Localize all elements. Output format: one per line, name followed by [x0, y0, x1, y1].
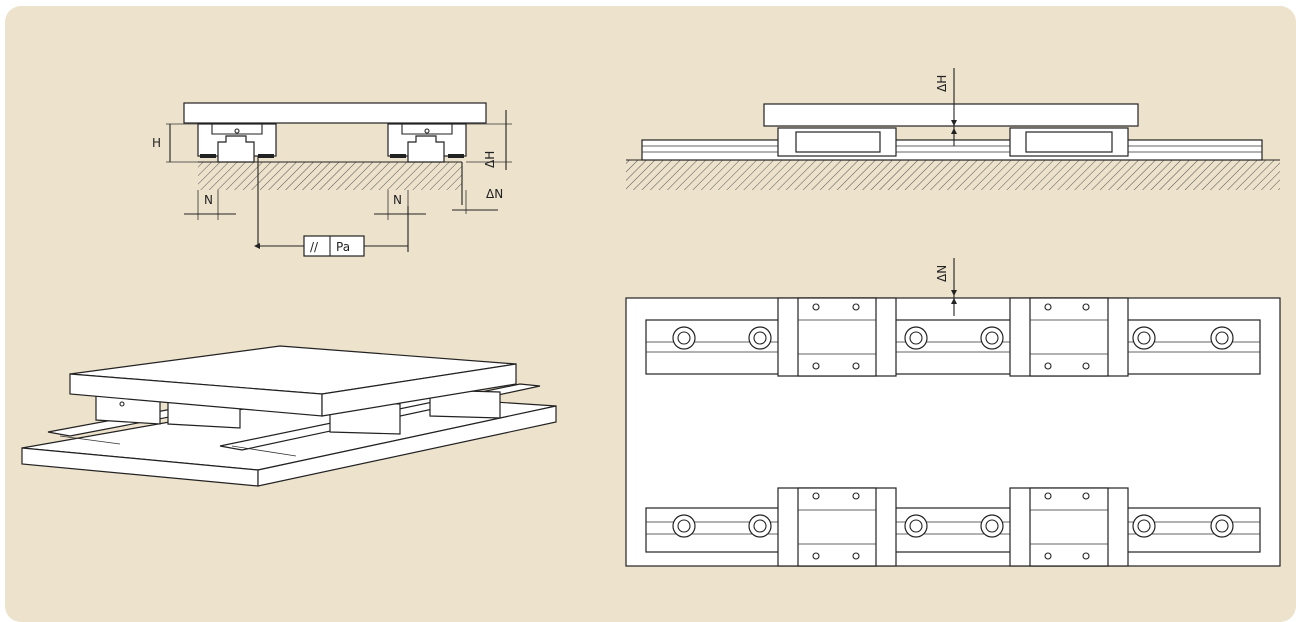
label-h: H — [152, 136, 161, 150]
front-base-hatched — [198, 162, 462, 190]
upper-carriage-right — [1009, 297, 1129, 377]
label-delta-h-side: ΔH — [935, 75, 949, 92]
label-delta-h-front: ΔH — [483, 151, 497, 168]
label-pa: Pa — [336, 240, 350, 254]
side-rail — [641, 139, 1263, 161]
upper-rail-bolts — [672, 326, 1234, 350]
isometric-view — [21, 345, 557, 487]
label-n-left: N — [204, 193, 213, 207]
side-view: ΔH — [626, 68, 1280, 190]
label-delta-n-front: ΔN — [486, 187, 503, 201]
upper-carriage-left — [777, 297, 897, 377]
label-parallel-symbol: // — [310, 240, 319, 254]
front-right-rail — [407, 135, 445, 163]
label-delta-n-top: ΔN — [935, 265, 949, 282]
lower-carriage-right — [1009, 487, 1129, 567]
top-rail-upper — [645, 319, 1261, 375]
top-rail-lower — [645, 507, 1261, 553]
front-left-rail — [217, 135, 255, 163]
side-base-hatched — [626, 160, 1280, 190]
front-table-plate — [183, 102, 487, 124]
front-view: H N N ΔH ΔN // Pa — [152, 102, 512, 257]
lower-carriage-left — [777, 487, 897, 567]
lower-rail-bolts — [672, 514, 1234, 538]
top-view: ΔN — [625, 258, 1281, 567]
side-table-plate — [763, 103, 1139, 127]
label-n-right: N — [393, 193, 402, 207]
